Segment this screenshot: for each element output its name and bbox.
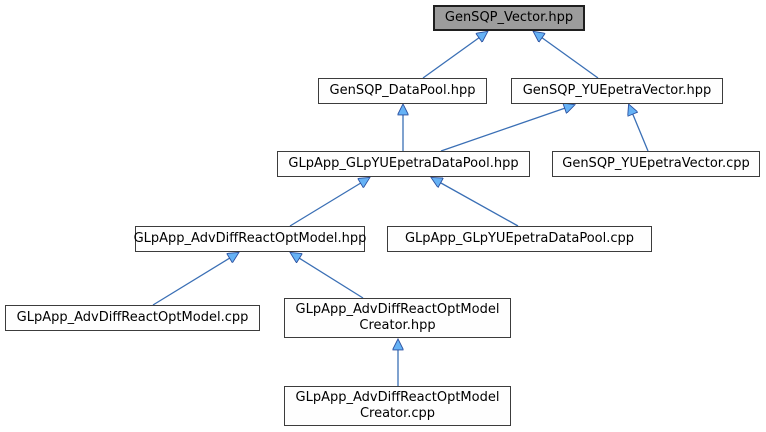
edge-yuepetracpp-to-yuepetra	[629, 105, 649, 152]
edge-yuepetravector-to-vector	[534, 32, 599, 79]
node-glpapp-advdiffreactoptmodelcreator-hpp[interactable]: GLpApp_AdvDiffReactOptModel Creator.hpp	[284, 298, 511, 338]
node-glpapp-advdiffreactoptmodelcreator-cpp[interactable]: GLpApp_AdvDiffReactOptModel Creator.cpp	[284, 386, 511, 426]
node-gensqp-datapool-hpp[interactable]: GenSQP_DataPool.hpp	[318, 78, 487, 104]
node-gensqp-yuepetravector-hpp[interactable]: GenSQP_YUEpetraVector.hpp	[511, 78, 723, 104]
edge-glpdatapool-to-yuepetra	[440, 105, 574, 152]
node-glpapp-advdiffreactoptmodel-cpp[interactable]: GLpApp_AdvDiffReactOptModel.cpp	[5, 305, 260, 331]
node-glpapp-glpyuepetradatapool-hpp[interactable]: GLpApp_GLpYUEpetraDataPool.hpp	[277, 151, 530, 177]
edge-glpdatapoolcpp-to-glpdatapool	[432, 178, 519, 227]
edge-datapool-to-vector	[422, 32, 487, 79]
node-gensqp-yuepetravector-cpp[interactable]: GenSQP_YUEpetraVector.cpp	[552, 151, 760, 177]
node-glpapp-advdiffreactoptmodel-hpp[interactable]: GLpApp_AdvDiffReactOptModel.hpp	[134, 226, 366, 252]
node-glpapp-glpyuepetradatapool-cpp[interactable]: GLpApp_GLpYUEpetraDataPool.cpp	[387, 226, 652, 252]
edge-optmodelcpp-to-optmodel	[152, 253, 238, 306]
edge-optmodel-to-glpdatapool	[289, 178, 369, 227]
node-gensqp-vector-hpp: GenSQP_Vector.hpp	[433, 5, 585, 31]
edge-creatorhpp-to-optmodel	[291, 253, 364, 299]
